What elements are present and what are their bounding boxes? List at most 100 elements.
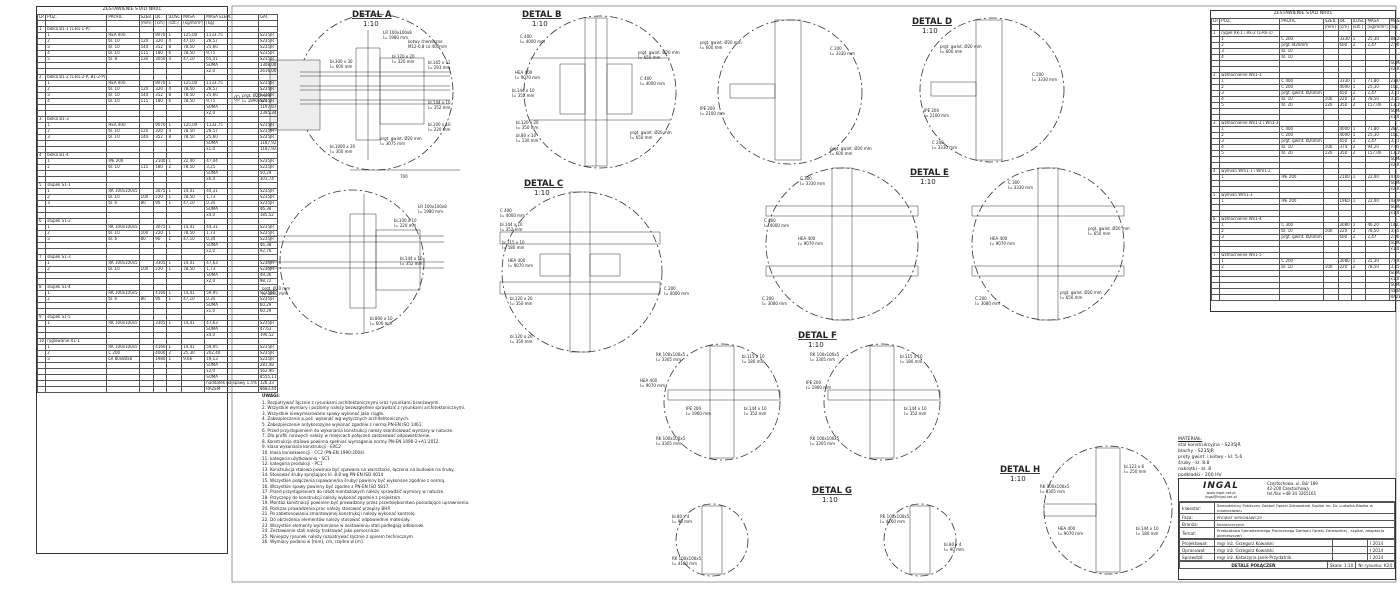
table-cell: 8683,44 (258, 386, 278, 392)
svg-text:l= 3080 mm: l= 3080 mm (975, 301, 1000, 306)
table-cell: RAZEM (1389, 294, 1400, 300)
svg-text:l= 352 mm: l= 352 mm (904, 411, 927, 416)
table-cell (1212, 294, 1220, 300)
person-name: mgr inż. Grzegorz Kowalski (1215, 547, 1333, 554)
svg-text:1:10: 1:10 (822, 496, 838, 504)
svg-text:l= 3330 mm: l= 3330 mm (932, 145, 957, 150)
note-text: klasa wykonania konstrukcji - EXC2 (267, 444, 341, 449)
detail-d: DETAL D 1:10 prgt. gwint. Ø20 mml= 600 m… (700, 17, 1064, 164)
note-number: 16. (262, 484, 270, 489)
note-number: 15. (262, 478, 270, 483)
note-text: Wszystkie niewymiarowane spawy wykonać j… (267, 411, 384, 416)
drawing-title: DETALE POŁĄCZEŃ (1180, 562, 1328, 569)
note-text: Zabezpieczenie antykorozyjne wykonać zgo… (267, 422, 422, 427)
svg-text:l= 220 mm: l= 220 mm (394, 223, 417, 228)
svg-text:l= 180 mm: l= 180 mm (502, 245, 525, 250)
title-block-value: Samodzielny Publiczny Zakład Opieki Zdro… (1215, 503, 1395, 514)
signature-box (1333, 547, 1368, 554)
title-block: INGAL www.ingal.net.pl ingal@ingal.net.p… (1178, 478, 1396, 580)
svg-text:l= 3075 mm: l= 3075 mm (380, 141, 405, 146)
company-logo: INGAL (1179, 481, 1263, 491)
svg-text:l= 600 mm: l= 600 mm (940, 49, 963, 54)
note-text: Przed przystąpieniem do robót montażowyc… (270, 489, 445, 494)
svg-text:l= 320 mm: l= 320 mm (392, 59, 415, 64)
svg-text:l= 3305 mm: l= 3305 mm (810, 357, 835, 362)
svg-text:M12-0,8 co 400mm: M12-0,8 co 400mm (408, 44, 447, 49)
svg-text:1:10: 1:10 (1010, 475, 1026, 483)
svg-text:l= 300 mm: l= 300 mm (330, 149, 353, 154)
person-name: mgr inż. Grzegorz Kowalski (1215, 540, 1333, 547)
note-text: Dla profili rurowych należy w miejscach … (267, 433, 430, 438)
svg-text:l= 4160 mm: l= 4160 mm (880, 519, 905, 524)
detail-b-title: DETAL B (522, 10, 561, 20)
svg-text:l= 4000 mm: l= 4000 mm (640, 81, 665, 86)
svg-text:l= 90 mm: l= 90 mm (944, 547, 964, 552)
svg-text:l= 600 mm: l= 600 mm (370, 321, 393, 326)
note-text: Podczas prowadzenia prac należy stosować… (270, 506, 391, 511)
note-number: 23. (262, 523, 270, 528)
detail-g-title: DETAL G (812, 486, 852, 496)
svg-text:l= 1960 mm: l= 1960 mm (806, 385, 831, 390)
svg-text:l= 2100 mm: l= 2100 mm (924, 113, 949, 118)
svg-text:l= 9070 mm: l= 9070 mm (640, 383, 665, 388)
svg-text:l= 3305 mm: l= 3305 mm (810, 441, 835, 446)
note-number: 21. (262, 511, 270, 516)
svg-text:l= 650 mm: l= 650 mm (1060, 295, 1083, 300)
svg-text:l= 293 mm: l= 293 mm (428, 65, 451, 70)
svg-text:l= 9070 mm: l= 9070 mm (508, 263, 533, 268)
svg-text:1:10: 1:10 (534, 189, 550, 197)
title-block-value: Konstrukcyjna (1215, 521, 1395, 528)
svg-text:l= 3305 mm: l= 3305 mm (1040, 489, 1065, 494)
svg-text:l= 352 mm: l= 352 mm (512, 93, 535, 98)
title-block-value: PROJEKT WYKONAWCZY (1215, 514, 1395, 521)
table-cell (1220, 294, 1280, 300)
svg-text:l= 2100 mm: l= 2100 mm (700, 111, 725, 116)
note-text: Zabezpieczenie p.poż. wykonać wg wytyczn… (267, 416, 409, 421)
title-block-label: Inwestor: (1180, 503, 1215, 514)
svg-text:l= 352 mm: l= 352 mm (400, 261, 423, 266)
company-email: ingal@ingal.net.pl (1179, 495, 1263, 499)
svg-text:l= 600 mm: l= 600 mm (700, 45, 723, 50)
svg-text:l= 350 mm: l= 350 mm (510, 301, 533, 306)
schedule-title: ZESTAWIENIE STALI NR01 (1211, 11, 1395, 18)
svg-text:l= 600 mm: l= 600 mm (830, 151, 853, 156)
svg-text:1:10: 1:10 (922, 27, 938, 35)
svg-text:l= 3080 mm: l= 3080 mm (762, 301, 787, 306)
note-text: Wszystkie elementy wymienione w zestawie… (270, 523, 425, 528)
svg-text:l= 350 mm: l= 350 mm (510, 339, 533, 344)
note-number: 13. (262, 467, 270, 472)
svg-text:l= 350 mm: l= 350 mm (516, 125, 539, 130)
svg-text:l= 3330 mm: l= 3330 mm (830, 51, 855, 56)
note-text: Do obrzeżenia elementów należy stosować … (270, 517, 410, 522)
person-role: Opracował: (1180, 547, 1215, 554)
svg-text:l= 9070 mm: l= 9070 mm (798, 241, 823, 246)
detail-f-title: DETAL F (798, 331, 837, 341)
svg-text:l= 4000 mm: l= 4000 mm (500, 213, 525, 218)
title-block-label: Temat: (1180, 528, 1215, 539)
note-text: Rozpatrywać łącznie z rysunkami architek… (267, 400, 439, 405)
company-phone: tel./fax +48 34 3265161 (1267, 491, 1318, 496)
note-text: kategoria produkcji - PC1 (270, 461, 323, 466)
note-number: 25. (262, 534, 270, 539)
signature-box (1333, 554, 1368, 561)
table-cell (107, 386, 139, 392)
note-text: Konstrukcja stalowa powinna być spawana … (270, 467, 454, 472)
list-item: 26. Wymiary podano w [mm], cm, rzędne w … (262, 539, 662, 545)
svg-text:l= 4000 mm: l= 4000 mm (664, 291, 689, 296)
svg-text:l= 1980 mm: l= 1980 mm (418, 209, 443, 214)
detail-c-title: DETAL C (524, 179, 563, 189)
drawing-scale: 1:10 (1344, 563, 1353, 568)
svg-text:l= 650 mm: l= 650 mm (638, 55, 661, 60)
svg-text:l= 1980 mm: l= 1980 mm (383, 35, 408, 40)
svg-text:l= 3305 mm: l= 3305 mm (656, 357, 681, 362)
general-notes: UWAGI: 1. Rozpatrywać łącznie z rysunkam… (262, 393, 662, 545)
svg-text:l= 600 mm: l= 600 mm (330, 64, 353, 69)
note-text: Montaż konstrukcji powinien być prowadzo… (270, 500, 469, 505)
note-text: Wszystkie spawy powinny być zgodne z PN-… (270, 484, 390, 489)
svg-text:l= 250 mm: l= 250 mm (1124, 469, 1147, 474)
